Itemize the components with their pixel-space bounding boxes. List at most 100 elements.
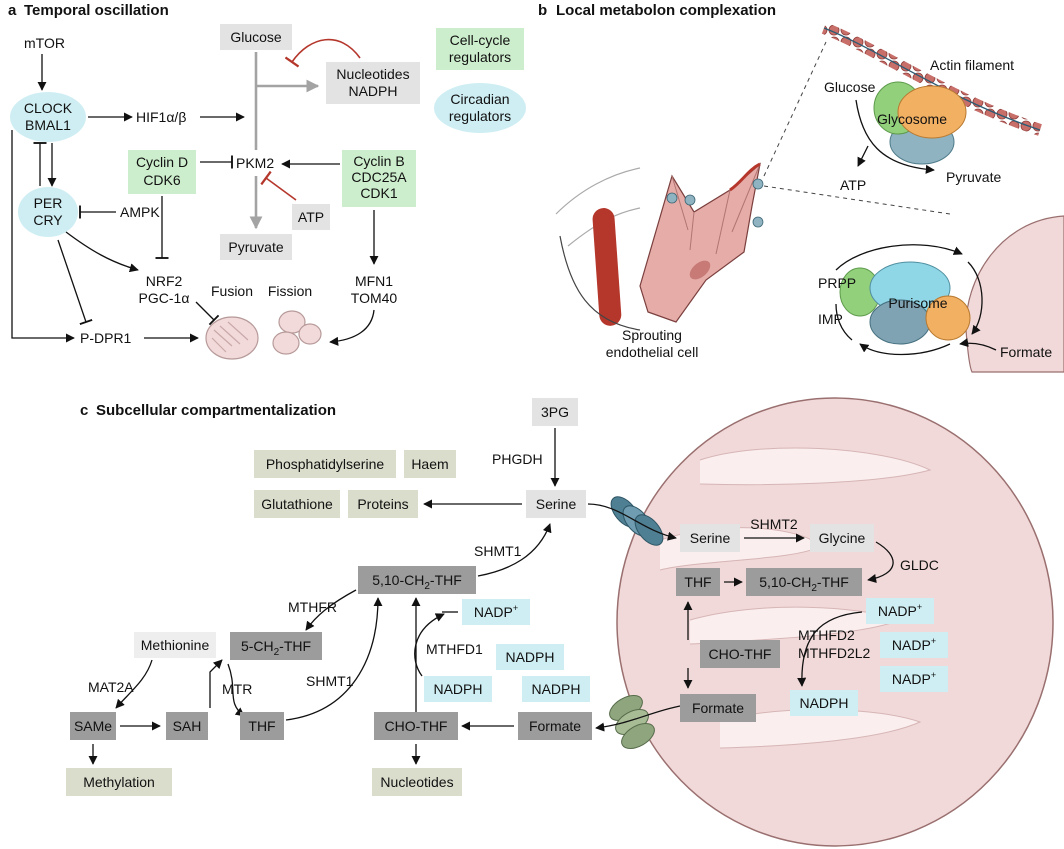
mito-chothf-label: CHO-THF [709,646,772,662]
mat2a-label: MAT2A [88,679,134,695]
thf-to-ch2thf-arrow [285,597,383,721]
sah-box [166,712,208,740]
mito-nadpp-sup-2: + [931,636,936,646]
methylation-label: Methylation [83,774,155,790]
nadpp-box-a [462,599,530,625]
legend-circadian-line2: regulators [449,108,511,124]
mito-nadpp-box-1 [866,598,934,624]
hif-label: HIF1α/β [136,109,186,125]
purisome-cycle-bottom-arrow [859,343,951,356]
glycosome-complex [873,81,967,165]
serine-import-arrow [587,503,677,541]
mito-ch2thf-sub: 2 [811,583,817,594]
ch2thf-to-5ch2thf-arrow [305,589,357,631]
mito-nadpp-sup-1: + [917,602,922,612]
mtr-to-thf-arrow [227,663,245,717]
legend-cell-cycle-line1: Cell-cycle [450,32,511,48]
nrf2-label: NRF2 [146,273,183,289]
fusion-label: Fusion [211,283,253,299]
mito-nadpp-sup-3: + [931,670,936,680]
mito-nadph-box [790,690,858,716]
sprouting-label: Sprouting [622,327,682,343]
panel-c-letter: c [80,402,88,419]
methylation-box [66,768,172,796]
methionine-box [134,632,216,658]
nadpp-base-a: NADP [474,604,513,620]
ch2thf-text: 5,10-CH2-THF [372,572,462,592]
mito-nadpp-base-1: NADP [878,603,917,619]
ch2thf-sub: 2 [424,581,430,592]
proteins-label: Proteins [357,496,408,512]
glutathione-label: Glutathione [261,496,333,512]
formate-label: Formate [529,718,581,734]
actin-filament [821,22,1042,136]
5ch2thf-base: 5-CH [241,638,274,654]
formate-label-b: Formate [1000,344,1052,360]
5ch2thf-tail: -THF [279,638,311,654]
formate-box [518,712,592,740]
nadph-box-a [496,644,564,670]
mfn1-to-mito-arrow [329,309,375,346]
5ch2thf-box [230,632,322,660]
cdk6-label: CDK6 [143,172,181,188]
shmt1-mid-label: SHMT1 [306,673,354,689]
cdc25a-label: CDC25A [351,169,407,185]
mito-thf-label: THF [684,574,711,590]
chothf-label: CHO-THF [385,718,448,734]
pg3-label: 3PG [541,404,569,420]
atp-box-a [292,204,330,230]
mtr-label: MTR [222,681,252,697]
mito-chothf-box [700,640,780,668]
cyclin-d-box [128,150,196,194]
purisome-cycle-top-arrow [835,244,963,271]
phgdh-label: PHGDH [492,451,543,467]
pyruvate-label-b: Pyruvate [946,169,1001,185]
thf-box [240,712,284,740]
nadph-label-c: NADPH [531,681,580,697]
purisome-cycle-left-arc [835,303,853,341]
nadpp-text-a: NADP+ [474,603,518,620]
legend-cell-cycle-line2: regulators [449,49,511,65]
mthfd2l2-label: MTHFD2L2 [798,645,871,661]
cdk1-label: CDK1 [360,185,398,201]
mito-nadpp-text-3: NADP+ [892,670,936,687]
mito-nadpp-base-3: NADP [892,671,931,687]
nucleotides-nadph-box [326,62,420,104]
formate-export-arrow [595,705,681,732]
per-inhibits-pdpr1 [57,239,93,325]
nucleotides-label-a: Nucleotides [336,66,409,82]
formate-transporter-icon [609,695,655,749]
sah-label: SAH [173,718,202,734]
shmt2-label: SHMT2 [750,516,798,532]
legend-cell-cycle-box [436,28,524,70]
actin-label: Actin filament [930,57,1014,73]
gldc-label: GLDC [900,557,939,573]
formate-to-purisome-arrow [959,338,997,351]
mito-ch2thf-tail: -THF [817,574,849,590]
panel-c-title: Subcellular compartmentalization [96,402,336,419]
clock-label: CLOCK [24,100,73,116]
glucose-to-pyruvate-arrow [855,99,935,174]
pkm2-label: PKM2 [236,155,274,171]
fused-mitochondrion [205,316,259,360]
glucose-label-b: Glucose [824,79,876,95]
5ch2thf-sub: 2 [274,647,280,658]
pgc1a-label: PGC-1α [139,290,190,306]
serine-label: Serine [536,496,577,512]
prpp-label: PRPP [818,275,856,291]
ch2thf-tail: -THF [430,572,462,588]
ch2thf-box [358,566,476,594]
legend-circadian-line1: Circadian [450,91,509,107]
shmt1-top-label: SHMT1 [474,543,522,559]
nadph-label-a: NADPH [348,83,397,99]
zoom-line-top [763,41,827,177]
panel-b: b Local metabolon complexation Sprouting… [538,2,1064,373]
cyclin-b-box [342,150,416,207]
fission-label: Fission [268,283,312,299]
5ch2thf-text: 5-CH2-THF [241,638,311,658]
glycosome-label: Glycosome [877,111,947,127]
purisome-cycle-right-arrow [967,261,983,335]
ampk-label: AMPK [120,204,160,220]
nucleotides-label: Nucleotides [380,774,453,790]
